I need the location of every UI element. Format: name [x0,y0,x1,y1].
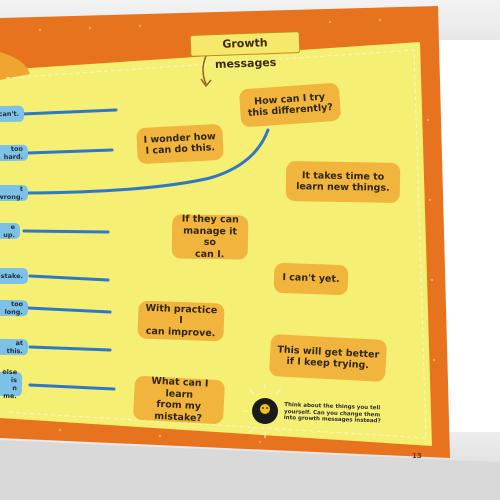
fixed-message-tab: e up. [0,223,20,239]
growth-message-bubble: I can't yet. [273,262,349,296]
growth-message-bubble: If they can manage it so can I. [171,214,249,260]
tip-text: Think about the things you tell yourself… [283,402,381,425]
fixed-message-tab: too hard. [0,144,29,162]
page-title: Growth messages [189,31,301,71]
fixed-message-tab: mistake. [0,268,28,284]
right-page-number: 13 [412,452,422,460]
growth-message-bubble: With practice I can improve. [137,300,225,342]
dashed-border [5,49,427,439]
border-dots [38,18,436,444]
fixed-message-tab: can't. [0,105,25,123]
growth-message-bubble: It takes time to learn new things. [285,161,401,203]
fixed-message-tab: too long. [0,299,29,317]
table-surface [0,440,500,500]
growth-message-bubble: I wonder how I can do this. [136,123,224,165]
connector-lines [20,108,270,391]
sun-decoration [0,52,30,80]
fixed-message-tab: else is n me. [0,368,23,400]
sunburst [242,384,288,438]
growth-message-bubble: How can I try this differently? [238,82,342,128]
fixed-message-tab: at this. [0,338,29,356]
growth-message-bubble: This will get better if I keep trying. [268,333,388,383]
tip-face-inner [260,404,270,414]
growth-message-bubble: What can I learn from my mistake? [132,376,226,425]
fixed-message-tab: t wrong. [0,185,28,201]
title-arrow [200,55,212,88]
